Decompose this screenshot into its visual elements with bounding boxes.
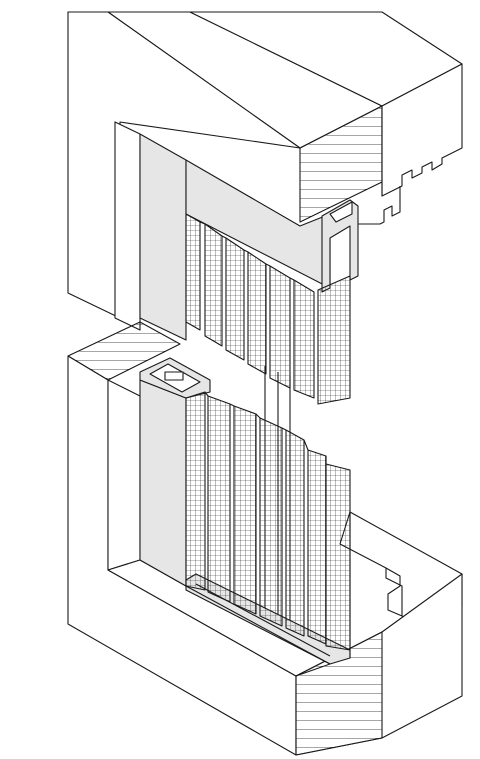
lower-frame-jamb (139, 379, 187, 587)
upper-wall-block (67, 11, 463, 341)
inner-sill-lines (185, 510, 351, 677)
upper-wall-left-face (67, 11, 301, 319)
upper-pleated-mesh (185, 213, 351, 405)
lower-pleated-mesh (185, 391, 351, 651)
upper-reveal-face (114, 121, 141, 331)
lower-right-section-hatch (295, 631, 383, 756)
upper-frame-head (139, 133, 187, 341)
